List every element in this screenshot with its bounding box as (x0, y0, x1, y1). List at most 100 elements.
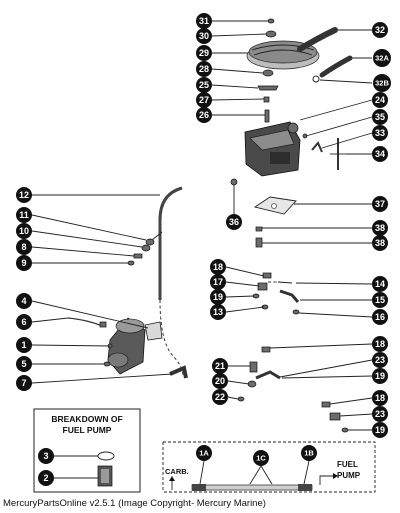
callout-34[interactable]: 34 (372, 146, 388, 162)
callout-18-low[interactable]: 18 (372, 390, 388, 406)
svg-text:38: 38 (375, 223, 385, 233)
svg-text:33: 33 (375, 128, 385, 138)
callout-1c[interactable]: 1C (253, 450, 269, 466)
callout-16[interactable]: 16 (372, 309, 388, 325)
callout-14[interactable]: 14 (372, 276, 388, 292)
callout-29[interactable]: 29 (196, 45, 212, 61)
fuel-line-inset: CARB. FUEL PUMP (162, 441, 376, 493)
callout-12[interactable]: 12 (16, 187, 32, 203)
svg-text:13: 13 (213, 307, 223, 317)
svg-text:24: 24 (375, 95, 385, 105)
svg-text:19: 19 (375, 425, 385, 435)
callout-36[interactable]: 36 (226, 214, 242, 230)
svg-text:32A: 32A (375, 54, 389, 63)
callout-20[interactable]: 20 (212, 373, 228, 389)
inset-carb-label: CARB. (165, 467, 189, 476)
copyright-footer: MercuryPartsOnline v2.5.1 (Image Copyrig… (3, 498, 266, 509)
callout-1[interactable]: 1 (16, 337, 32, 353)
svg-text:22: 22 (215, 392, 225, 402)
svg-text:19: 19 (213, 292, 223, 302)
callout-27[interactable]: 27 (196, 92, 212, 108)
callout-19-low[interactable]: 19 (372, 422, 388, 438)
svg-text:35: 35 (375, 112, 385, 122)
carburetor-assembly (230, 18, 353, 248)
svg-text:12: 12 (19, 190, 29, 200)
svg-text:11: 11 (19, 210, 29, 220)
svg-text:32: 32 (375, 25, 385, 35)
callout-32[interactable]: 32 (372, 22, 388, 38)
lower-fittings (237, 346, 349, 433)
callout-25[interactable]: 25 (196, 77, 212, 93)
svg-text:2: 2 (43, 473, 48, 483)
svg-text:32B: 32B (375, 79, 389, 88)
svg-text:31: 31 (199, 16, 209, 26)
callout-17[interactable]: 17 (210, 274, 226, 290)
center-fittings (252, 272, 300, 315)
callout-11[interactable]: 11 (16, 207, 32, 223)
svg-text:27: 27 (199, 95, 209, 105)
svg-text:4: 4 (21, 296, 26, 306)
callout-4[interactable]: 4 (16, 293, 32, 309)
callout-21[interactable]: 21 (212, 358, 228, 374)
breakdown-title-line2: FUEL PUMP (63, 425, 112, 435)
svg-text:18: 18 (375, 339, 385, 349)
callout-6[interactable]: 6 (16, 314, 32, 330)
svg-text:16: 16 (375, 312, 385, 322)
callout-23-mid[interactable]: 23 (372, 352, 388, 368)
svg-text:1A: 1A (199, 449, 209, 458)
callout-38-lower[interactable]: 38 (372, 235, 388, 251)
callout-19-top[interactable]: 19 (210, 289, 226, 305)
svg-text:5: 5 (21, 359, 26, 369)
callout-32b[interactable]: 32B (373, 74, 391, 92)
callout-24[interactable]: 24 (372, 92, 388, 108)
breakdown-title-line1: BREAKDOWN OF (51, 414, 122, 424)
callout-18-top[interactable]: 18 (210, 259, 226, 275)
callout-23-low[interactable]: 23 (372, 406, 388, 422)
callout-2[interactable]: 2 (38, 470, 54, 486)
callout-32a[interactable]: 32A (373, 49, 391, 67)
callout-31[interactable]: 31 (196, 13, 212, 29)
leader-lines (31, 20, 373, 431)
svg-text:29: 29 (199, 48, 209, 58)
svg-text:1C: 1C (256, 454, 266, 463)
callout-10[interactable]: 10 (16, 223, 32, 239)
callout-33[interactable]: 33 (372, 125, 388, 141)
callout-9[interactable]: 9 (16, 255, 32, 271)
svg-text:37: 37 (375, 199, 385, 209)
callout-19-mid[interactable]: 19 (372, 368, 388, 384)
svg-text:20: 20 (215, 376, 225, 386)
svg-text:36: 36 (229, 217, 239, 227)
svg-text:3: 3 (43, 451, 48, 461)
callout-15[interactable]: 15 (372, 292, 388, 308)
callout-22[interactable]: 22 (212, 389, 228, 405)
callout-18-mid[interactable]: 18 (372, 336, 388, 352)
callout-3[interactable]: 3 (38, 448, 54, 464)
svg-text:34: 34 (375, 149, 385, 159)
svg-text:8: 8 (21, 242, 26, 252)
svg-text:21: 21 (215, 361, 225, 371)
callout-28[interactable]: 28 (196, 61, 212, 77)
callout-37[interactable]: 37 (372, 196, 388, 212)
callout-13[interactable]: 13 (210, 304, 226, 320)
callout-5[interactable]: 5 (16, 356, 32, 372)
inset-pump-label: PUMP (337, 471, 361, 480)
svg-text:6: 6 (21, 317, 26, 327)
callout-38-upper[interactable]: 38 (372, 220, 388, 236)
svg-text:7: 7 (21, 378, 26, 388)
callouts: 31 30 29 28 25 27 26 32 32A 32B 24 35 33… (16, 13, 391, 486)
callout-30[interactable]: 30 (196, 28, 212, 44)
inset-fuel-label: FUEL (337, 460, 358, 469)
callout-26[interactable]: 26 (196, 107, 212, 123)
callout-1b[interactable]: 1B (301, 445, 317, 461)
svg-text:10: 10 (19, 226, 29, 236)
svg-text:23: 23 (375, 355, 385, 365)
callout-35[interactable]: 35 (372, 109, 388, 125)
svg-text:38: 38 (375, 238, 385, 248)
svg-text:15: 15 (375, 295, 385, 305)
svg-text:25: 25 (199, 80, 209, 90)
svg-text:17: 17 (213, 277, 223, 287)
callout-8[interactable]: 8 (16, 239, 32, 255)
svg-text:14: 14 (375, 279, 385, 289)
callout-1a[interactable]: 1A (196, 445, 212, 461)
callout-7[interactable]: 7 (16, 375, 32, 391)
